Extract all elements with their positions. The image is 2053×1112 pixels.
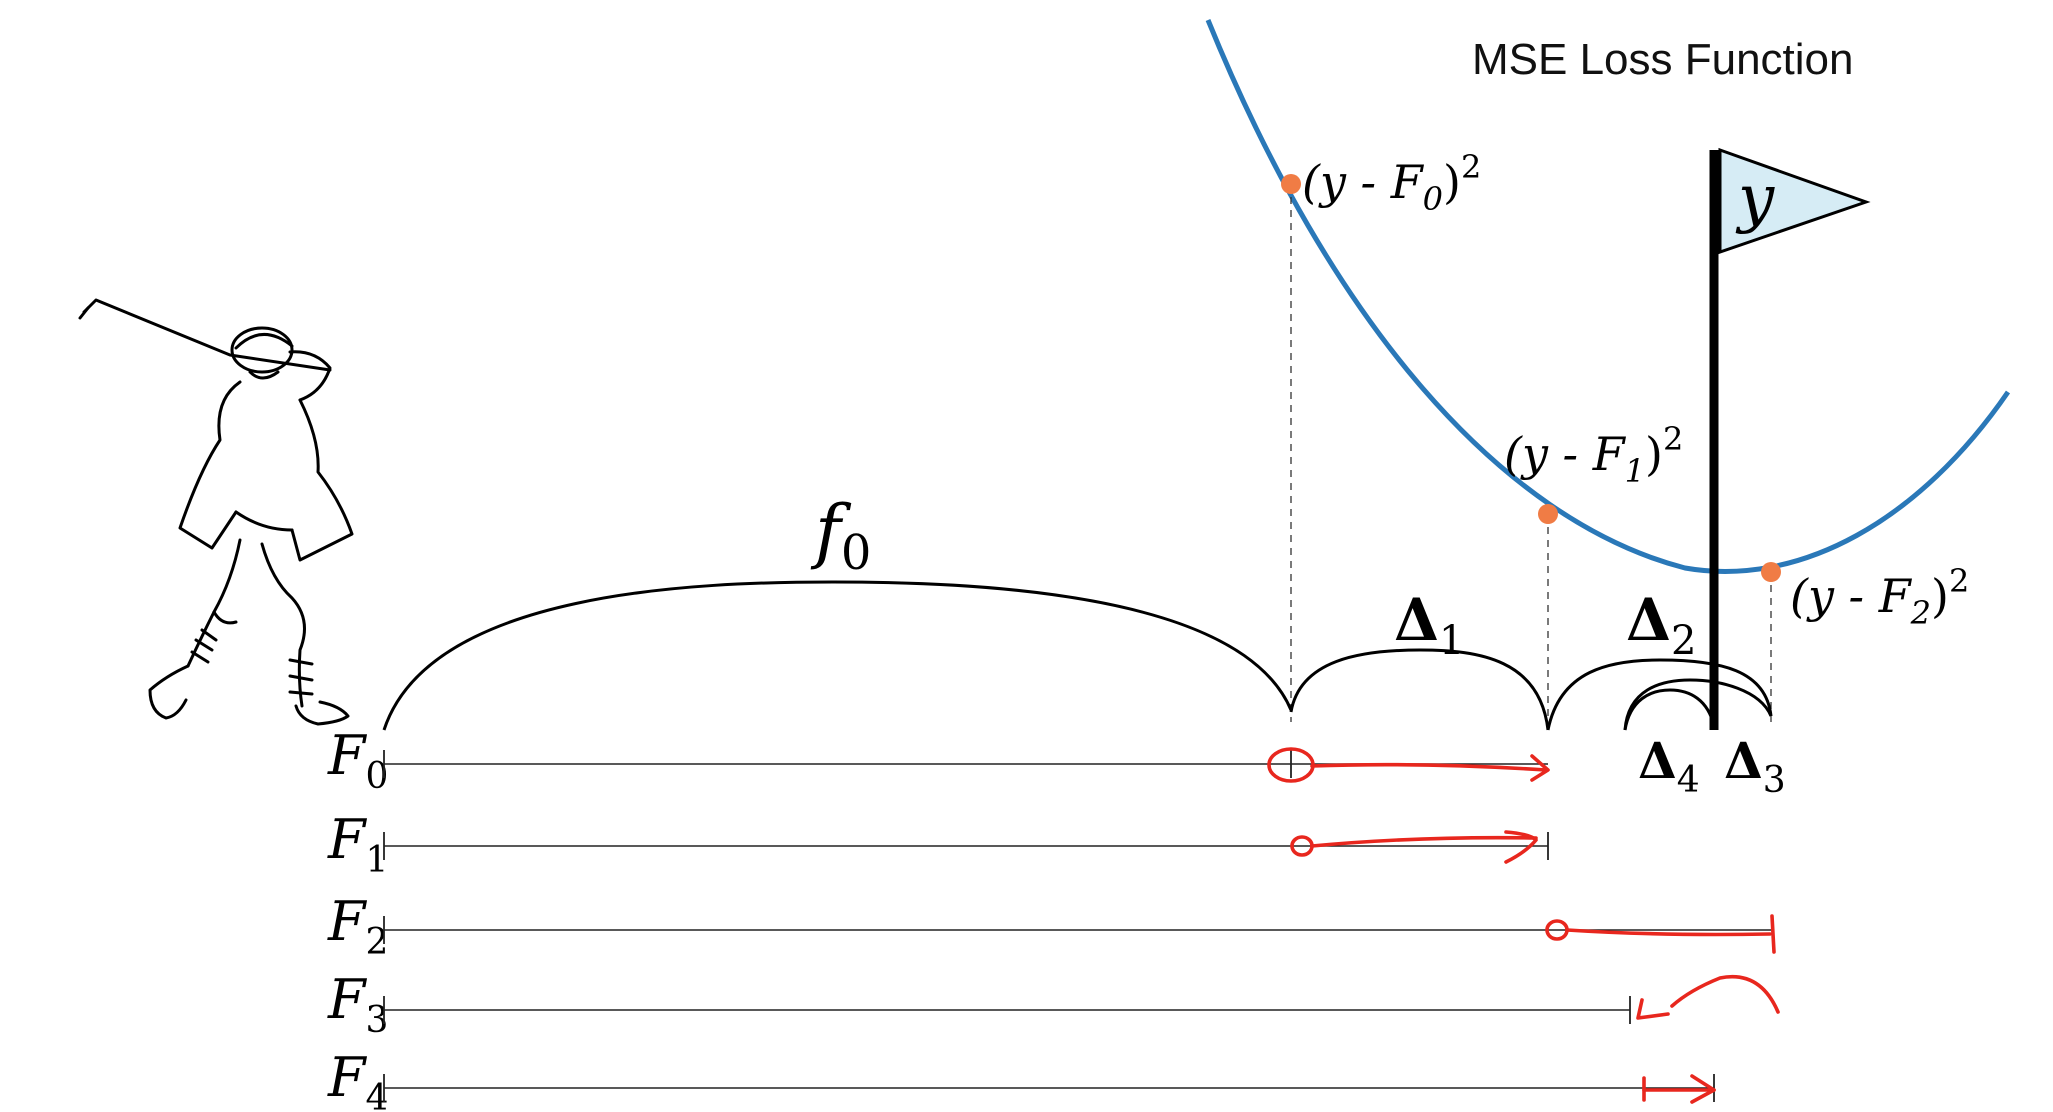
loss-point-2: [1761, 562, 1781, 582]
delta-4-label: Δ4: [1638, 731, 1700, 801]
arc-delta-2: [1546, 658, 1773, 731]
row-f3: [383, 996, 1631, 1024]
loss-label-2: (y - F2)2: [1790, 562, 1969, 632]
chart-title: MSE Loss Function: [1472, 35, 1854, 84]
row-label-f0: F0: [327, 724, 388, 797]
red-annotation-row-3: [1636, 975, 1780, 1020]
row-f4: [383, 1074, 1715, 1102]
row-f2: [383, 916, 1771, 944]
row-f1: [383, 832, 1549, 860]
red-annotation-row-1: [1290, 830, 1538, 864]
loss-label-1: (y - F1)2: [1504, 420, 1683, 490]
row-label-f2: F2: [327, 890, 388, 963]
f0-label: f0: [810, 490, 871, 581]
arc-delta-1: [1289, 648, 1550, 731]
loss-label-0: (y - F0)2: [1302, 148, 1481, 218]
red-annotation-row-4: [1642, 1074, 1716, 1104]
arc-delta-4: [1623, 688, 1716, 731]
loss-curve: [1205, 19, 2011, 574]
delta-3-label: Δ3: [1724, 731, 1786, 801]
flag-icon: y: [1709, 147, 1871, 730]
flag-label: y: [1735, 162, 1775, 236]
arc-f0: [382, 580, 1293, 731]
row-label-f4: F4: [327, 1046, 388, 1112]
loss-point-0: [1281, 174, 1301, 194]
arc-delta-3: [1623, 678, 1773, 731]
golfer-illustration-icon: [78, 298, 354, 726]
row-label-f1: F1: [327, 808, 388, 881]
red-annotation-row-0: [1267, 747, 1550, 783]
red-annotation-row-2: [1545, 914, 1776, 954]
loss-point-1: [1538, 504, 1558, 524]
row-label-f3: F3: [327, 968, 388, 1041]
delta-1-label: Δ1: [1394, 586, 1464, 664]
delta-2-label: Δ2: [1626, 586, 1696, 664]
